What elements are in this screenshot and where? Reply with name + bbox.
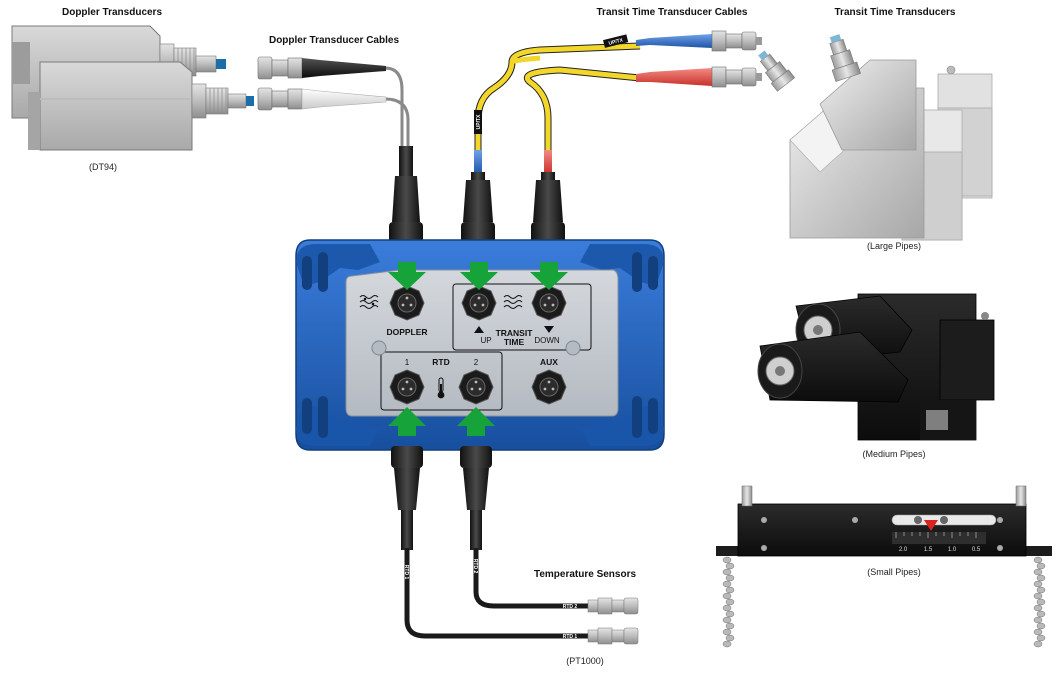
bead-chain-left	[722, 556, 735, 648]
socket-transit-up[interactable]	[461, 285, 497, 321]
large-pipes-caption: (Large Pipes)	[867, 241, 921, 251]
up-triangle-icon	[474, 326, 484, 333]
rtd-2-vertical-tag: RTD 2	[472, 559, 478, 574]
temperature-sensor-rtd-1	[587, 627, 639, 645]
arrow-down-transit-down	[530, 262, 568, 290]
rtd-1-vertical-tag: RTD 1	[403, 565, 409, 580]
transit-wave-icon	[503, 295, 523, 309]
plug-top-transit-up	[461, 172, 495, 244]
scale-tick-2-0: 2.0	[899, 547, 908, 553]
down-port-label: DOWN	[534, 336, 560, 345]
temperature-sensor-rtd-2	[587, 597, 639, 615]
small-pipes-caption: (Small Pipes)	[867, 567, 921, 577]
up-port-label: UP	[480, 336, 491, 345]
svg-text:RTD 2: RTD 2	[472, 559, 478, 574]
down-triangle-icon	[544, 326, 554, 333]
rtd-2-port-label: 2	[474, 358, 479, 367]
doppler-transducer-front	[28, 61, 254, 151]
rtd-group-label: RTD	[432, 357, 449, 367]
medium-pipe-transducers	[757, 293, 995, 441]
plug-bottom-rtd-1	[391, 446, 423, 550]
doppler-transducers-title: Doppler Transducers	[62, 7, 162, 18]
pt1000-caption: (PT1000)	[566, 656, 604, 666]
thermometer-icon	[437, 377, 445, 399]
socket-aux[interactable]	[531, 369, 567, 405]
up-tx-tag-vertical: UP/TX	[476, 114, 482, 129]
doppler-cable-black	[257, 56, 404, 148]
small-pipe-transducer: 2.0 1.5 1.0 0.5	[716, 485, 1052, 648]
socket-doppler[interactable]	[389, 285, 425, 321]
arrow-up-rtd-2	[457, 407, 495, 436]
temperature-sensors-title: Temperature Sensors	[534, 569, 637, 580]
doppler-port-label: DOPPLER	[386, 327, 427, 337]
doppler-cables-title: Doppler Transducer Cables	[269, 35, 399, 46]
transit-cable-yellow: UP/TX UP/TX	[474, 34, 641, 174]
up-tx-tag-top: UP/TX	[608, 37, 624, 47]
scale-tick-1-5: 1.5	[924, 547, 933, 553]
rtd-cables	[404, 548, 590, 639]
dt94-caption: (DT94)	[89, 162, 117, 172]
transit-label: TRANSIT	[496, 328, 534, 338]
connection-arrows	[388, 262, 568, 436]
scale-tick-0-5: 0.5	[972, 547, 981, 553]
plug-bottom-rtd-2	[460, 446, 492, 550]
transit-transducers-title: Transit Time Transducers	[835, 7, 956, 18]
bead-chain-right	[1033, 556, 1046, 648]
transit-cables-title: Transit Time Transducer Cables	[597, 7, 748, 18]
medium-pipes-caption: (Medium Pipes)	[862, 449, 925, 459]
doppler-wave-icon	[359, 295, 379, 309]
arrow-down-doppler	[388, 262, 426, 290]
socket-rtd-2[interactable]	[458, 369, 494, 405]
doppler-cable-white	[257, 87, 410, 148]
plug-top-transit-down	[531, 172, 565, 244]
transit-cable-red-connector	[636, 66, 762, 88]
rtd-2-horizontal-tag: RTD 2	[563, 604, 578, 610]
transit-cable-blue-connector	[636, 30, 762, 52]
socket-rtd-1[interactable]	[389, 369, 425, 405]
arrow-down-transit-up	[460, 262, 498, 290]
scale-tick-1-0: 1.0	[948, 547, 957, 553]
plug-top-doppler	[389, 146, 423, 244]
arrow-up-rtd-1	[388, 407, 426, 436]
rtd-1-port-label: 1	[405, 358, 410, 367]
time-label: TIME	[504, 337, 525, 347]
svg-text:RTD 1: RTD 1	[403, 565, 409, 580]
aux-port-label: AUX	[540, 357, 558, 367]
large-pipe-transducers	[758, 34, 993, 241]
socket-transit-down[interactable]	[531, 285, 567, 321]
rtd-1-horizontal-tag: RTD 1	[563, 634, 578, 640]
